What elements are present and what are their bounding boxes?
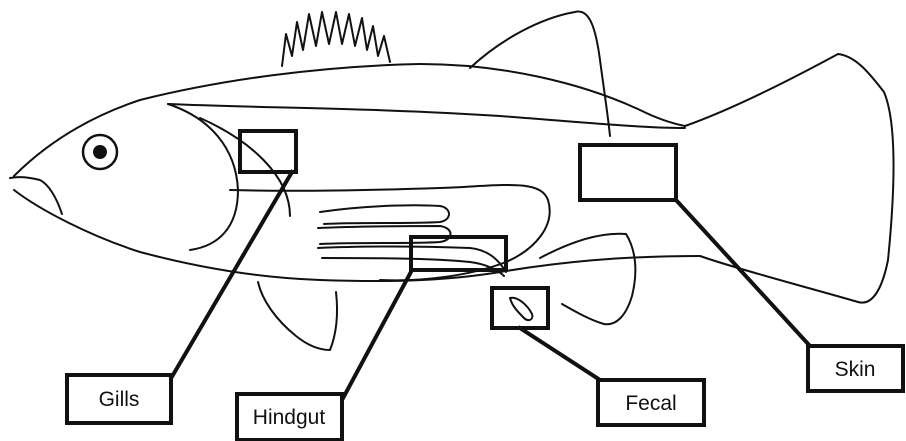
- fecal-label: Fecal: [625, 392, 676, 415]
- gills-label: Gills: [99, 388, 140, 411]
- skin-leader-line: [676, 200, 810, 346]
- hindgut-label: Hindgut: [253, 406, 326, 429]
- soft-dorsal-fin: [470, 12, 610, 136]
- skin-sample-box: [580, 145, 676, 200]
- mouth-line: [10, 177, 62, 214]
- dorsal-spiny-fin: [282, 12, 390, 66]
- eye-pupil: [93, 145, 107, 159]
- tail-fin: [685, 54, 894, 303]
- pelvic-fin: [258, 282, 337, 350]
- anal-fin: [540, 234, 635, 325]
- fecal-sample-box: [492, 288, 548, 328]
- fecal-leader-line: [520, 328, 600, 380]
- skin-label: Skin: [835, 358, 876, 381]
- fecal-pellet: [510, 298, 532, 320]
- gill-cover: [168, 104, 238, 250]
- hindgut-leader-line: [342, 270, 412, 400]
- intestine-loop-1: [320, 205, 449, 224]
